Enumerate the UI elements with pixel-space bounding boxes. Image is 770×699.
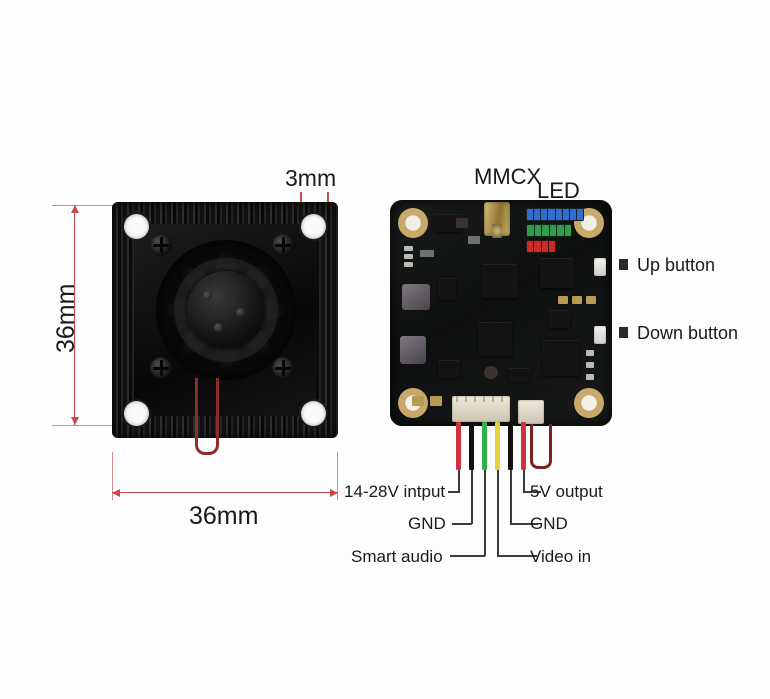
dim-line-vertical	[74, 205, 75, 425]
solder-pad	[586, 350, 594, 356]
ic-small-c	[438, 278, 456, 300]
ic-main	[482, 264, 518, 298]
wire-video-in	[495, 422, 500, 470]
leader-gnd-right	[510, 470, 512, 524]
led-bar-green	[526, 224, 572, 237]
dim-label-height: 36mm	[52, 283, 80, 353]
fan-screw-tl	[150, 234, 172, 256]
leader-gnd-left-arm	[452, 523, 472, 525]
ic-small-e	[508, 368, 530, 382]
solder-pad	[558, 296, 568, 304]
wire-gnd-left	[469, 422, 474, 470]
fan-rotor	[156, 240, 296, 380]
dim-arrow-up	[70, 205, 79, 213]
dim-label-width: 36mm	[189, 502, 259, 530]
heatsink-fan-assembly	[112, 202, 338, 455]
ic-small-a	[548, 310, 570, 328]
solder-pad	[572, 296, 582, 304]
dim-arrow-down	[70, 417, 79, 425]
main-jst-connector	[452, 396, 510, 422]
solder-pad	[430, 396, 442, 406]
leader-gnd-right-arm	[510, 523, 538, 525]
hub-dot	[203, 291, 212, 300]
aux-wire-loop	[530, 424, 552, 469]
ic-rf	[540, 258, 574, 288]
leader-14-28v	[458, 470, 460, 492]
heatsink-hole-tl	[124, 214, 149, 239]
pcb-hole-tl	[398, 208, 428, 238]
fan-screw-tr	[272, 234, 294, 256]
leader-video-in	[497, 470, 499, 556]
ic-small-b	[434, 214, 462, 232]
fan-screw-bl	[150, 357, 172, 379]
dim-label-hole: 3mm	[285, 165, 337, 191]
dim-arrow-left	[112, 488, 120, 497]
callout-gnd-right: GND	[530, 514, 568, 533]
capacitor-a	[484, 366, 498, 379]
solder-pad	[404, 262, 413, 267]
leader-smart-audio	[484, 470, 486, 556]
dim-ext-left	[112, 452, 113, 500]
callout-down-button: Down button	[637, 323, 739, 343]
capacitor-b	[456, 218, 468, 228]
solder-pad	[586, 296, 596, 304]
vtx-circuit-board	[390, 200, 612, 426]
solder-pad	[404, 254, 413, 259]
leader-gnd-left	[471, 470, 473, 524]
ic-pa	[542, 340, 580, 376]
down-button-switch[interactable]	[594, 326, 606, 344]
leader-14-28v-arm	[448, 491, 460, 493]
leader-5v-output	[523, 470, 525, 492]
hub-dot	[236, 308, 245, 317]
wire-5v-output	[521, 422, 526, 470]
leader-smart-audio-arm	[450, 555, 485, 557]
dim-ext-top	[52, 205, 114, 206]
ic-small-d	[438, 360, 460, 378]
label-led: LED	[537, 178, 580, 203]
solder-pad	[586, 374, 594, 380]
fan-hub	[187, 271, 265, 349]
mmcx-connector	[484, 202, 510, 238]
wire-14-28v-input	[456, 422, 461, 470]
led-bar-blue	[526, 208, 584, 221]
pcb-hole-br	[574, 388, 604, 418]
fan-screw-br	[272, 357, 294, 379]
solder-pad	[586, 362, 594, 368]
heatsink-hole-bl	[124, 401, 149, 426]
inductor-a	[402, 284, 430, 310]
label-mmcx: MMCX	[474, 164, 542, 189]
callout-video-in: Video in	[530, 547, 592, 566]
wire-gnd-right	[508, 422, 513, 470]
inductor-b	[400, 336, 426, 364]
solder-pad	[412, 396, 424, 406]
heatsink-hole-br	[301, 401, 326, 426]
callout-gnd-left: GND	[408, 514, 446, 533]
solder-pad	[468, 236, 480, 244]
led-bar-red	[526, 240, 556, 253]
callout-up-button: Up button	[637, 255, 716, 275]
up-button-marker	[619, 259, 628, 270]
dim-line-horizontal	[112, 492, 338, 493]
solder-pad	[404, 246, 413, 251]
up-button-switch[interactable]	[594, 258, 606, 276]
down-button-marker	[619, 327, 628, 338]
callout-smart-audio: Smart audio	[351, 547, 443, 566]
solder-pad	[420, 250, 434, 257]
heatsink-hole-tr	[301, 214, 326, 239]
fan-power-wire	[195, 378, 219, 455]
leader-video-in-arm	[497, 555, 537, 557]
hub-dot	[214, 323, 223, 332]
ic-mcu	[478, 322, 512, 356]
callout-14-28v-input: 14-28V intput	[344, 482, 446, 501]
wire-smart-audio	[482, 422, 487, 470]
leader-5v-output-arm	[523, 491, 541, 493]
aux-jst-connector	[518, 400, 544, 424]
dim-ext-right	[337, 452, 338, 500]
dim-ext-bottom	[52, 425, 114, 426]
callout-5v-output: 5V output	[530, 482, 603, 501]
dim-arrow-right	[330, 488, 338, 497]
